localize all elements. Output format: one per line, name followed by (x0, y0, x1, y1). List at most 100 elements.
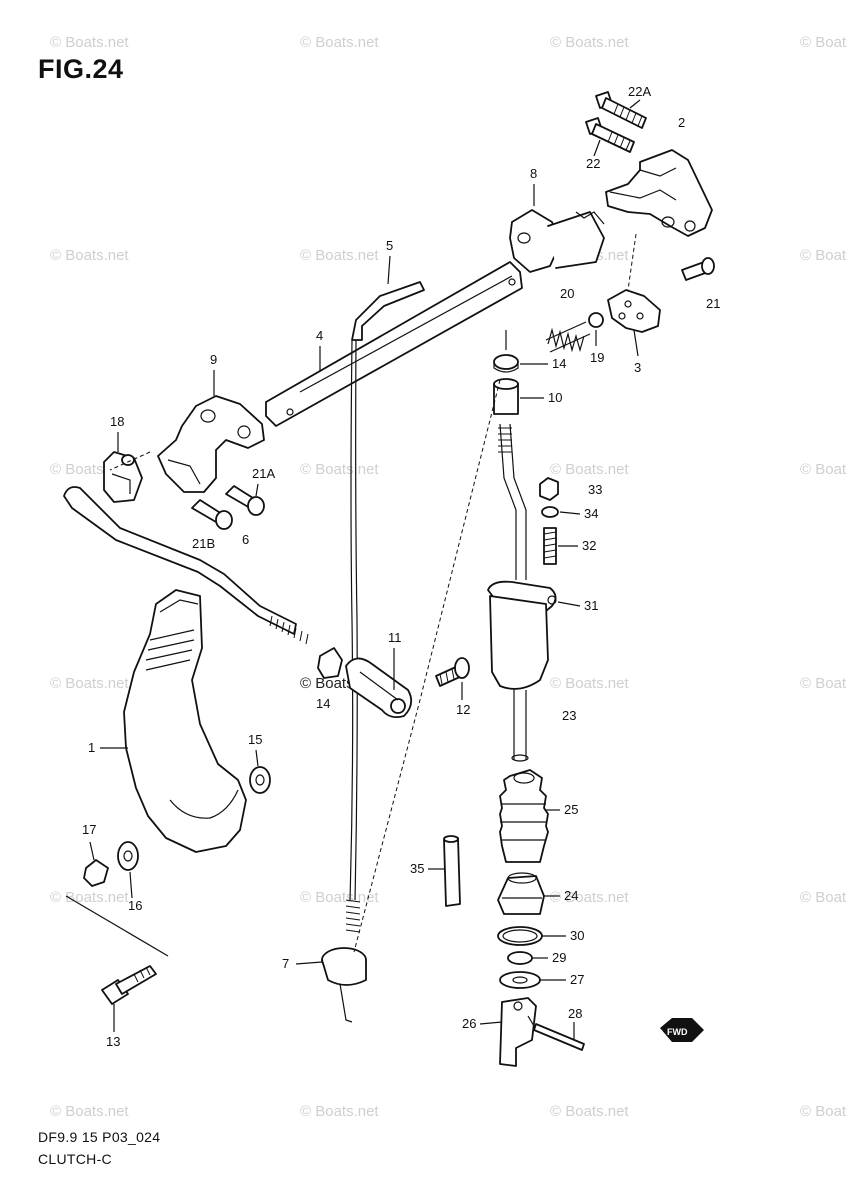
callout-9: 9 (210, 352, 217, 367)
part-27-washer (499, 971, 541, 989)
watermark: © Boats.net (550, 461, 629, 478)
part-21b-bolt (191, 499, 233, 530)
callout-22a: 22A (628, 84, 651, 99)
callout-21: 21 (706, 296, 720, 311)
watermark: © Boats.net (300, 34, 379, 51)
watermark: © Boats.net (800, 889, 847, 906)
part-1-clutch-handle (123, 589, 247, 853)
callout-5: 5 (386, 238, 393, 253)
watermark: © Boats.net (50, 1103, 129, 1120)
watermark: © Boats.net (300, 1103, 379, 1120)
callout-30: 30 (570, 928, 584, 943)
callout-16: 16 (128, 898, 142, 913)
part-4-shift-rod (265, 261, 523, 427)
watermark: © Boats.net (800, 34, 847, 51)
callout-10: 10 (548, 390, 562, 405)
part-9-bracket (157, 395, 265, 493)
watermark: © Boats.net (300, 461, 379, 478)
part-34-washer (541, 506, 559, 518)
part-18-clip (103, 451, 143, 503)
watermark: © Boats.net (800, 247, 847, 264)
part-23-housing (489, 595, 549, 762)
callout-18: 18 (110, 414, 124, 429)
part-35-pin (443, 835, 461, 907)
callout-3: 3 (634, 360, 641, 375)
callout-7: 7 (282, 956, 289, 971)
watermark: © Boats.net (300, 247, 379, 264)
part-14-bushing-top (493, 330, 519, 373)
callout-29: 29 (552, 950, 566, 965)
callout-17: 17 (82, 822, 96, 837)
callout-15: 15 (248, 732, 262, 747)
callout-21a: 21A (252, 466, 275, 481)
callout-1: 1 (88, 740, 95, 755)
callout-33: 33 (588, 482, 602, 497)
part-32-screw (543, 527, 557, 565)
forward-badge-text: FWD (667, 1027, 688, 1037)
callout-13: 13 (106, 1034, 120, 1049)
callout-27: 27 (570, 972, 584, 987)
forward-arrow-icon: FWD (660, 1018, 704, 1042)
callout-12: 12 (456, 702, 470, 717)
part-21-bolt (627, 233, 715, 291)
callout-35: 35 (410, 861, 424, 876)
callout-26: 26 (462, 1016, 476, 1031)
watermark: © Boats.net (800, 461, 847, 478)
callout-8: 8 (530, 166, 537, 181)
watermark: © Boats.net (550, 889, 629, 906)
part-12-bolt (435, 657, 470, 687)
part-8-collar (509, 209, 605, 273)
part-22a-bolt (595, 91, 647, 129)
part-26-bracket (499, 997, 537, 1067)
part-21a-bolt (225, 485, 265, 516)
callout-19: 19 (590, 350, 604, 365)
callout-25: 25 (564, 802, 578, 817)
assembly-leader (353, 379, 501, 953)
callout-34: 34 (584, 506, 598, 521)
callout-11: 11 (388, 630, 402, 645)
part-22-bolt (585, 117, 635, 153)
callout-28: 28 (568, 1006, 582, 1021)
callout-14-top: 14 (552, 356, 566, 371)
part-28-pin (527, 1015, 585, 1051)
callout-23: 23 (562, 708, 576, 723)
part-17-nut (83, 859, 109, 887)
watermark: © Boats.net (50, 247, 129, 264)
callout-20: 20 (560, 286, 574, 301)
part-7-knob (321, 947, 367, 1023)
watermark: © Boats.net (50, 889, 129, 906)
callout-22: 22 (586, 156, 600, 171)
watermark: © Boats.net (50, 675, 129, 692)
watermark: © Boats.net (550, 34, 629, 51)
callout-32: 32 (582, 538, 596, 553)
part-25-boot (499, 769, 549, 863)
watermark-layer: © Boats.net © Boats.net © Boats.net © Bo… (50, 34, 847, 1120)
part-vertical-rod (498, 423, 527, 580)
part-29-ring (507, 951, 533, 965)
watermark: © Boats.net (550, 675, 629, 692)
watermark: © Boats.net (300, 889, 379, 906)
callout-6: 6 (242, 532, 249, 547)
part-20-spring (545, 321, 591, 353)
part-33-nut (539, 477, 559, 501)
callout-21b: 21B (192, 536, 215, 551)
part-15-washer (249, 766, 271, 794)
callout-2: 2 (678, 115, 685, 130)
callout-14-lower: 14 (316, 696, 330, 711)
callout-31: 31 (584, 598, 598, 613)
part-13-bolt (65, 895, 169, 1005)
callout-24: 24 (564, 888, 578, 903)
part-10-sleeve (493, 378, 519, 415)
part-11-lever (345, 657, 413, 719)
part-30-o-ring (497, 926, 543, 946)
callout-layer: 22A 2 22 8 5 20 21 4 19 3 14 9 10 18 21A… (82, 84, 720, 1049)
part-5-rod (345, 281, 425, 933)
part-14-bushing-lower (317, 647, 343, 679)
watermark: © Boats.net (50, 34, 129, 51)
part-24-grommet (497, 872, 545, 915)
figure-title: FIG.24 (38, 54, 124, 84)
part-19-ball (588, 312, 604, 328)
figure-code: DF9.9 15 P03_024 (38, 1129, 161, 1145)
part-3-plate (607, 289, 661, 333)
